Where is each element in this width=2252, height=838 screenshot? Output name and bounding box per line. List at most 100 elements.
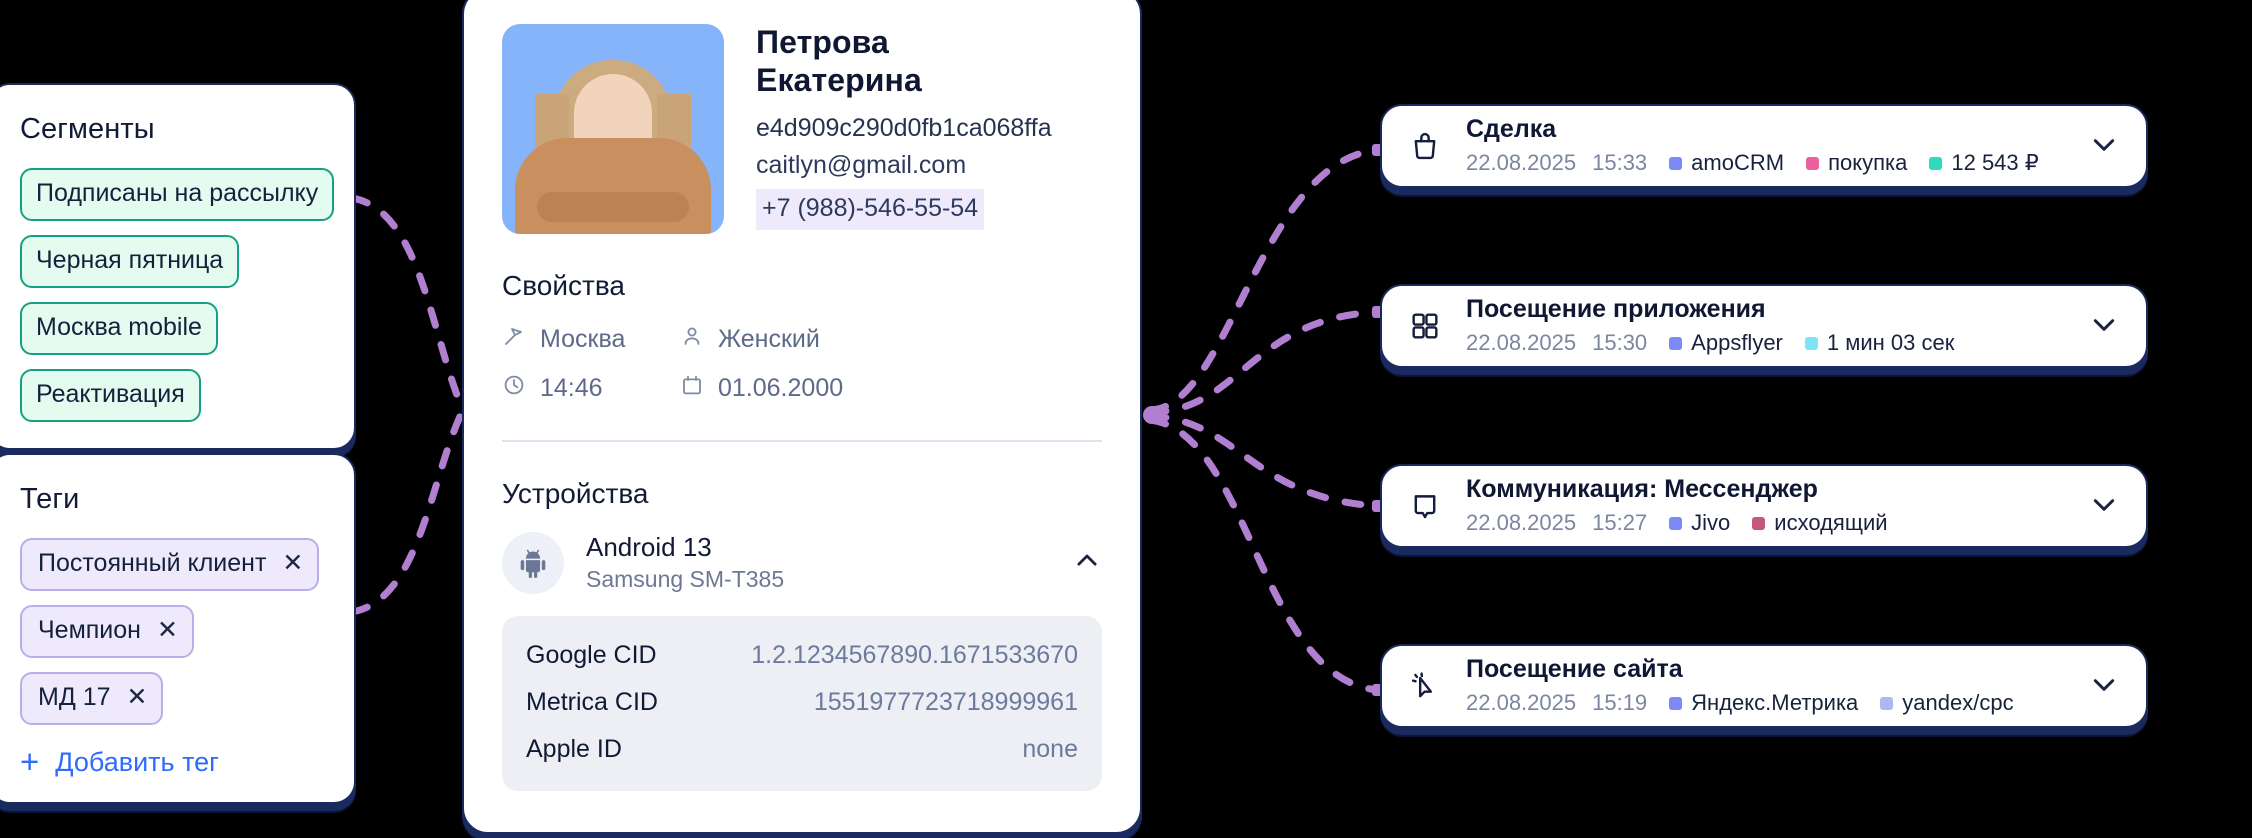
- segments-list: Подписаны на рассылку Черная пятница Мос…: [20, 168, 335, 422]
- table-row: Apple ID none: [526, 726, 1078, 773]
- tag-chip[interactable]: Постоянный клиент ✕: [20, 538, 320, 591]
- segment-chip[interactable]: Реактивация: [20, 369, 201, 422]
- event-meta: 22.08.2025 15:30 Appsflyer 1 мин 03 сек: [1466, 330, 2064, 356]
- add-tag-button[interactable]: + Добавить тег: [20, 743, 324, 781]
- property-value: Москва: [540, 325, 626, 353]
- tags-list: Постоянный клиент ✕ Чемпион ✕ МД 17 ✕: [20, 538, 324, 725]
- badge-label: Яндекс.Метрика: [1691, 690, 1859, 716]
- id-value: none: [1022, 735, 1078, 763]
- status-dot: [1669, 696, 1683, 710]
- event-badge: исходящий: [1752, 510, 1888, 536]
- event-title: Сделка: [1466, 114, 1557, 143]
- segment-chip[interactable]: Подписаны на рассылку: [20, 168, 335, 221]
- chevron-up-icon[interactable]: [1072, 546, 1102, 581]
- grid-apps-icon: [1408, 309, 1442, 343]
- properties-title: Свойства: [502, 270, 625, 301]
- profile-email[interactable]: caitlyn@gmail.com: [756, 151, 967, 179]
- event-date: 22.08.2025: [1466, 330, 1577, 356]
- add-tag-label: Добавить тег: [55, 747, 220, 777]
- shopping-bag-icon: [1408, 129, 1442, 163]
- properties-grid: Москва Женский 14:46 01.06.2000: [502, 324, 1102, 404]
- tag-label: МД 17: [38, 683, 111, 711]
- status-dot: [1804, 336, 1818, 350]
- event-badge: yandex/cpc: [1880, 690, 2014, 716]
- plus-icon: +: [20, 743, 40, 781]
- profile-name-line2: Екатерина: [756, 61, 922, 98]
- id-value: 1.2.1234567890.1671533670: [751, 641, 1078, 669]
- badge-label: amoCRM: [1691, 150, 1785, 176]
- segments-title: Сегменты: [20, 113, 155, 145]
- badge-label: исходящий: [1774, 510, 1888, 536]
- id-key: Google CID: [526, 641, 657, 669]
- device-row[interactable]: Android 13 Samsung SM-T385: [502, 532, 1102, 594]
- property-value: Женский: [718, 325, 820, 353]
- tag-label: Постоянный клиент: [38, 549, 267, 577]
- event-time: 15:33: [1592, 150, 1648, 176]
- table-row: Metrica CID 1551977723718999961: [526, 679, 1078, 726]
- event-badge: Appsflyer: [1669, 330, 1783, 356]
- tags-title: Теги: [20, 483, 80, 515]
- location-pin-icon: [502, 324, 526, 355]
- property-city: Москва: [502, 324, 680, 355]
- event-date: 22.08.2025: [1466, 690, 1577, 716]
- property-value: 01.06.2000: [718, 374, 844, 402]
- event-badge: Яндекс.Метрика: [1669, 690, 1858, 716]
- event-date: 22.08.2025: [1466, 150, 1577, 176]
- event-title: Посещение сайта: [1466, 654, 1683, 683]
- event-card-app-visit[interactable]: Посещение приложения 22.08.2025 15:30 Ap…: [1380, 284, 2148, 368]
- chevron-down-icon[interactable]: [2088, 308, 2120, 345]
- device-id-table: Google CID 1.2.1234567890.1671533670 Met…: [502, 616, 1102, 791]
- status-dot: [1880, 696, 1894, 710]
- close-icon[interactable]: ✕: [156, 616, 178, 644]
- profile-id[interactable]: e4d909c290d0fb1ca068ffa: [756, 113, 1052, 142]
- tag-label: Чемпион: [38, 616, 141, 644]
- id-value: 1551977723718999961: [813, 688, 1078, 716]
- status-dot: [1669, 516, 1683, 530]
- tag-chip[interactable]: МД 17 ✕: [20, 672, 164, 725]
- event-date: 22.08.2025: [1466, 510, 1577, 536]
- chevron-down-icon[interactable]: [2088, 668, 2120, 705]
- event-meta: 22.08.2025 15:19 Яндекс.Метрика yandex/c…: [1466, 690, 2064, 716]
- property-value: 14:46: [540, 374, 603, 402]
- profile-header: Петрова Екатерина e4d909c290d0fb1ca068ff…: [502, 24, 1102, 234]
- status-dot: [1669, 336, 1683, 350]
- status-dot: [1752, 516, 1766, 530]
- status-dot: [1806, 156, 1820, 170]
- profile-phone[interactable]: +7 (988)-546-55-54: [756, 188, 985, 230]
- tags-panel: Теги Постоянный клиент ✕ Чемпион ✕ МД 17…: [0, 453, 356, 804]
- event-card-site-visit[interactable]: Посещение сайта 22.08.2025 15:19 Яндекс.…: [1380, 644, 2148, 728]
- close-icon[interactable]: ✕: [282, 549, 304, 577]
- android-icon: [502, 532, 564, 594]
- person-icon: [680, 324, 704, 355]
- chevron-down-icon[interactable]: [2088, 488, 2120, 525]
- event-badge: 12 543 ₽: [1929, 150, 2039, 176]
- segment-chip[interactable]: Черная пятница: [20, 235, 240, 288]
- close-icon[interactable]: ✕: [126, 683, 148, 711]
- tag-chip[interactable]: Чемпион ✕: [20, 605, 194, 658]
- event-badge: Jivo: [1669, 510, 1730, 536]
- event-card-deal[interactable]: Сделка 22.08.2025 15:33 amoCRM покупка 1…: [1380, 104, 2148, 188]
- event-title: Коммуникация: Мессенджер: [1466, 474, 1818, 503]
- avatar-arms: [537, 192, 689, 222]
- segment-chip[interactable]: Москва mobile: [20, 302, 218, 355]
- page-title: Петрова Екатерина: [756, 24, 1052, 100]
- event-time: 15:27: [1592, 510, 1648, 536]
- segments-panel: Сегменты Подписаны на рассылку Черная пя…: [0, 83, 356, 450]
- property-gender: Женский: [680, 324, 1102, 355]
- event-meta: 22.08.2025 15:27 Jivo исходящий: [1466, 510, 2064, 536]
- message-icon: [1408, 489, 1442, 523]
- badge-label: Appsflyer: [1691, 330, 1783, 356]
- chevron-down-icon[interactable]: [2088, 128, 2120, 165]
- event-badge: amoCRM: [1669, 150, 1784, 176]
- event-time: 15:30: [1592, 330, 1648, 356]
- status-dot: [1929, 156, 1943, 170]
- event-card-messenger[interactable]: Коммуникация: Мессенджер 22.08.2025 15:2…: [1380, 464, 2148, 548]
- event-time: 15:19: [1592, 690, 1648, 716]
- devices-title: Устройства: [502, 478, 649, 509]
- profile-identity: Петрова Екатерина e4d909c290d0fb1ca068ff…: [756, 24, 1052, 234]
- status-dot: [1669, 156, 1683, 170]
- event-badge: покупка: [1806, 150, 1907, 176]
- property-birthdate: 01.06.2000: [680, 373, 1102, 404]
- id-key: Apple ID: [526, 735, 622, 763]
